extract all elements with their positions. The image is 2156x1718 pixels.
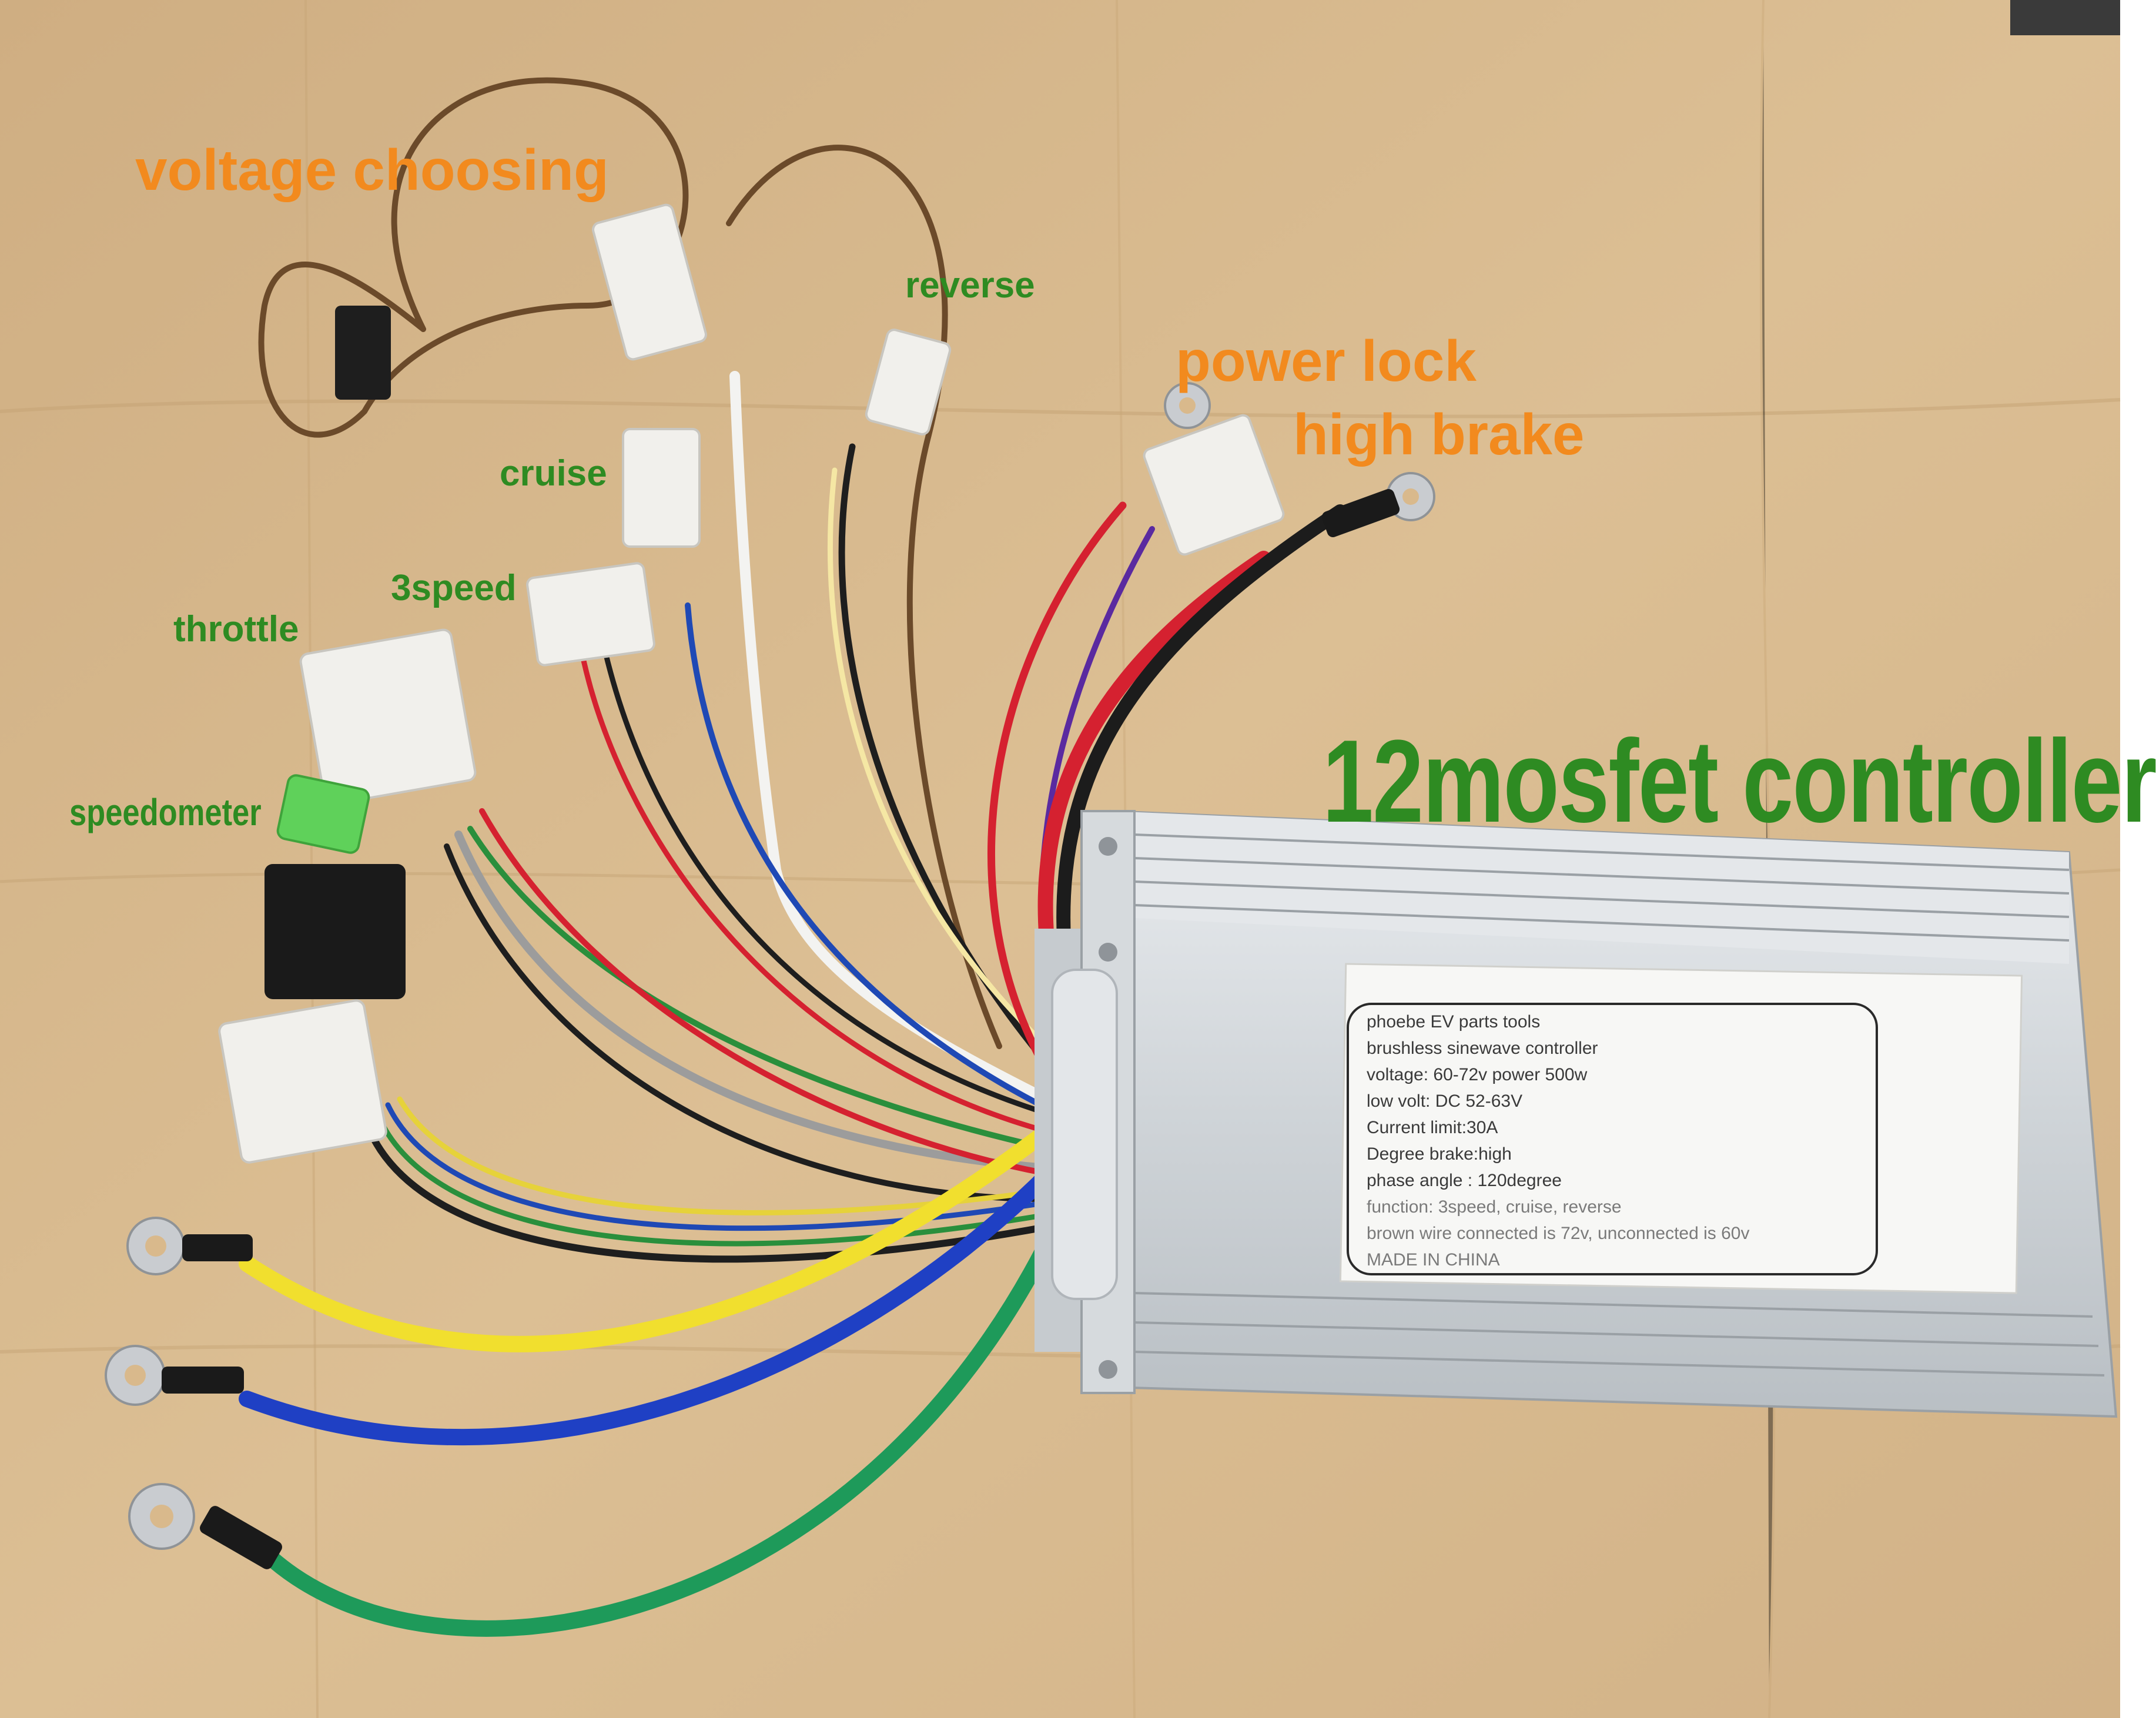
white-throttle-connector [299, 628, 477, 806]
white-reverse-connector [865, 329, 952, 436]
white-3speed-connector [526, 562, 655, 667]
spec-line-brown-wire: brown wire connected is 72v, unconnected… [1367, 1224, 1750, 1243]
white-voltage-connector [592, 203, 707, 361]
white-cruise-connector [622, 428, 701, 548]
spec-line-voltage: voltage: 60-72v power 500w [1367, 1065, 1588, 1084]
label-controller-title: 12mosfet controller [1323, 716, 2156, 847]
label-cruise: cruise [500, 453, 607, 494]
white-hall-connector [218, 999, 387, 1164]
label-3speed: 3speed [391, 568, 517, 608]
red-throttle-wire [479, 808, 1061, 1178]
ring-terminal-black [1321, 472, 1435, 538]
spec-label-card: phoebe EV parts tools brushless sinewave… [1343, 999, 1884, 1281]
label-reverse: reverse [905, 265, 1035, 306]
multi-color-bundle [361, 1113, 1073, 1263]
controller-casing [1035, 809, 2118, 1418]
yellow-thin-wire [827, 467, 1037, 1037]
spec-label-border [1347, 1003, 1878, 1275]
rubber-grommet [1051, 969, 1118, 1300]
brown-reverse-wire [726, 145, 1002, 1049]
label-throttle: throttle [173, 609, 299, 649]
spec-line-function: function: 3speed, cruise, reverse [1367, 1197, 1622, 1217]
black-hall-connector [265, 864, 406, 999]
yellow-phase-wire [239, 1114, 1066, 1352]
brown-loop-wire [258, 77, 689, 438]
label-speedometer: speedometer [69, 791, 262, 833]
label-high-brake: high brake [1293, 402, 1585, 467]
ring-terminals [105, 382, 1435, 1569]
spec-sticker [1339, 963, 2023, 1294]
label-voltage-choosing: voltage choosing [135, 138, 609, 202]
wire-harness [239, 77, 1347, 1637]
spec-line-phase: phase angle : 120degree [1367, 1171, 1562, 1190]
red-powerlock-wire [987, 501, 1127, 1074]
black-speedo-wire [444, 843, 1073, 1203]
blue-phase-wire [239, 1144, 1078, 1446]
green-speedometer-connector [276, 774, 370, 854]
red-3speed-wire [579, 649, 1061, 1137]
label-power-lock: power lock [1176, 329, 1477, 393]
black-voltage-connector [335, 306, 391, 400]
spec-line-origin: MADE IN CHINA [1367, 1250, 1500, 1270]
spec-line-brake: Degree brake:high [1367, 1144, 1512, 1164]
ring-terminal-blue [105, 1345, 244, 1406]
spec-line-current: Current limit:30A [1367, 1118, 1498, 1137]
ring-terminal-green [128, 1483, 282, 1569]
green-white-wire [467, 826, 1067, 1155]
green-phase-wire [245, 1173, 1084, 1637]
spec-line-low-volt: low volt: DC 52-63V [1367, 1091, 1523, 1111]
grey-wire [454, 830, 1074, 1174]
connectors [218, 203, 1285, 1164]
white-powerlock-connector [1143, 414, 1285, 556]
ring-terminal-yellow [126, 1217, 253, 1275]
black-3speed-wire [602, 649, 1061, 1120]
spec-line-type: brushless sinewave controller [1367, 1039, 1598, 1058]
spec-line-brand: phoebe EV parts tools [1367, 1012, 1541, 1032]
ring-terminal-red [1164, 382, 1211, 429]
blue-cruise-wire [685, 602, 1067, 1120]
